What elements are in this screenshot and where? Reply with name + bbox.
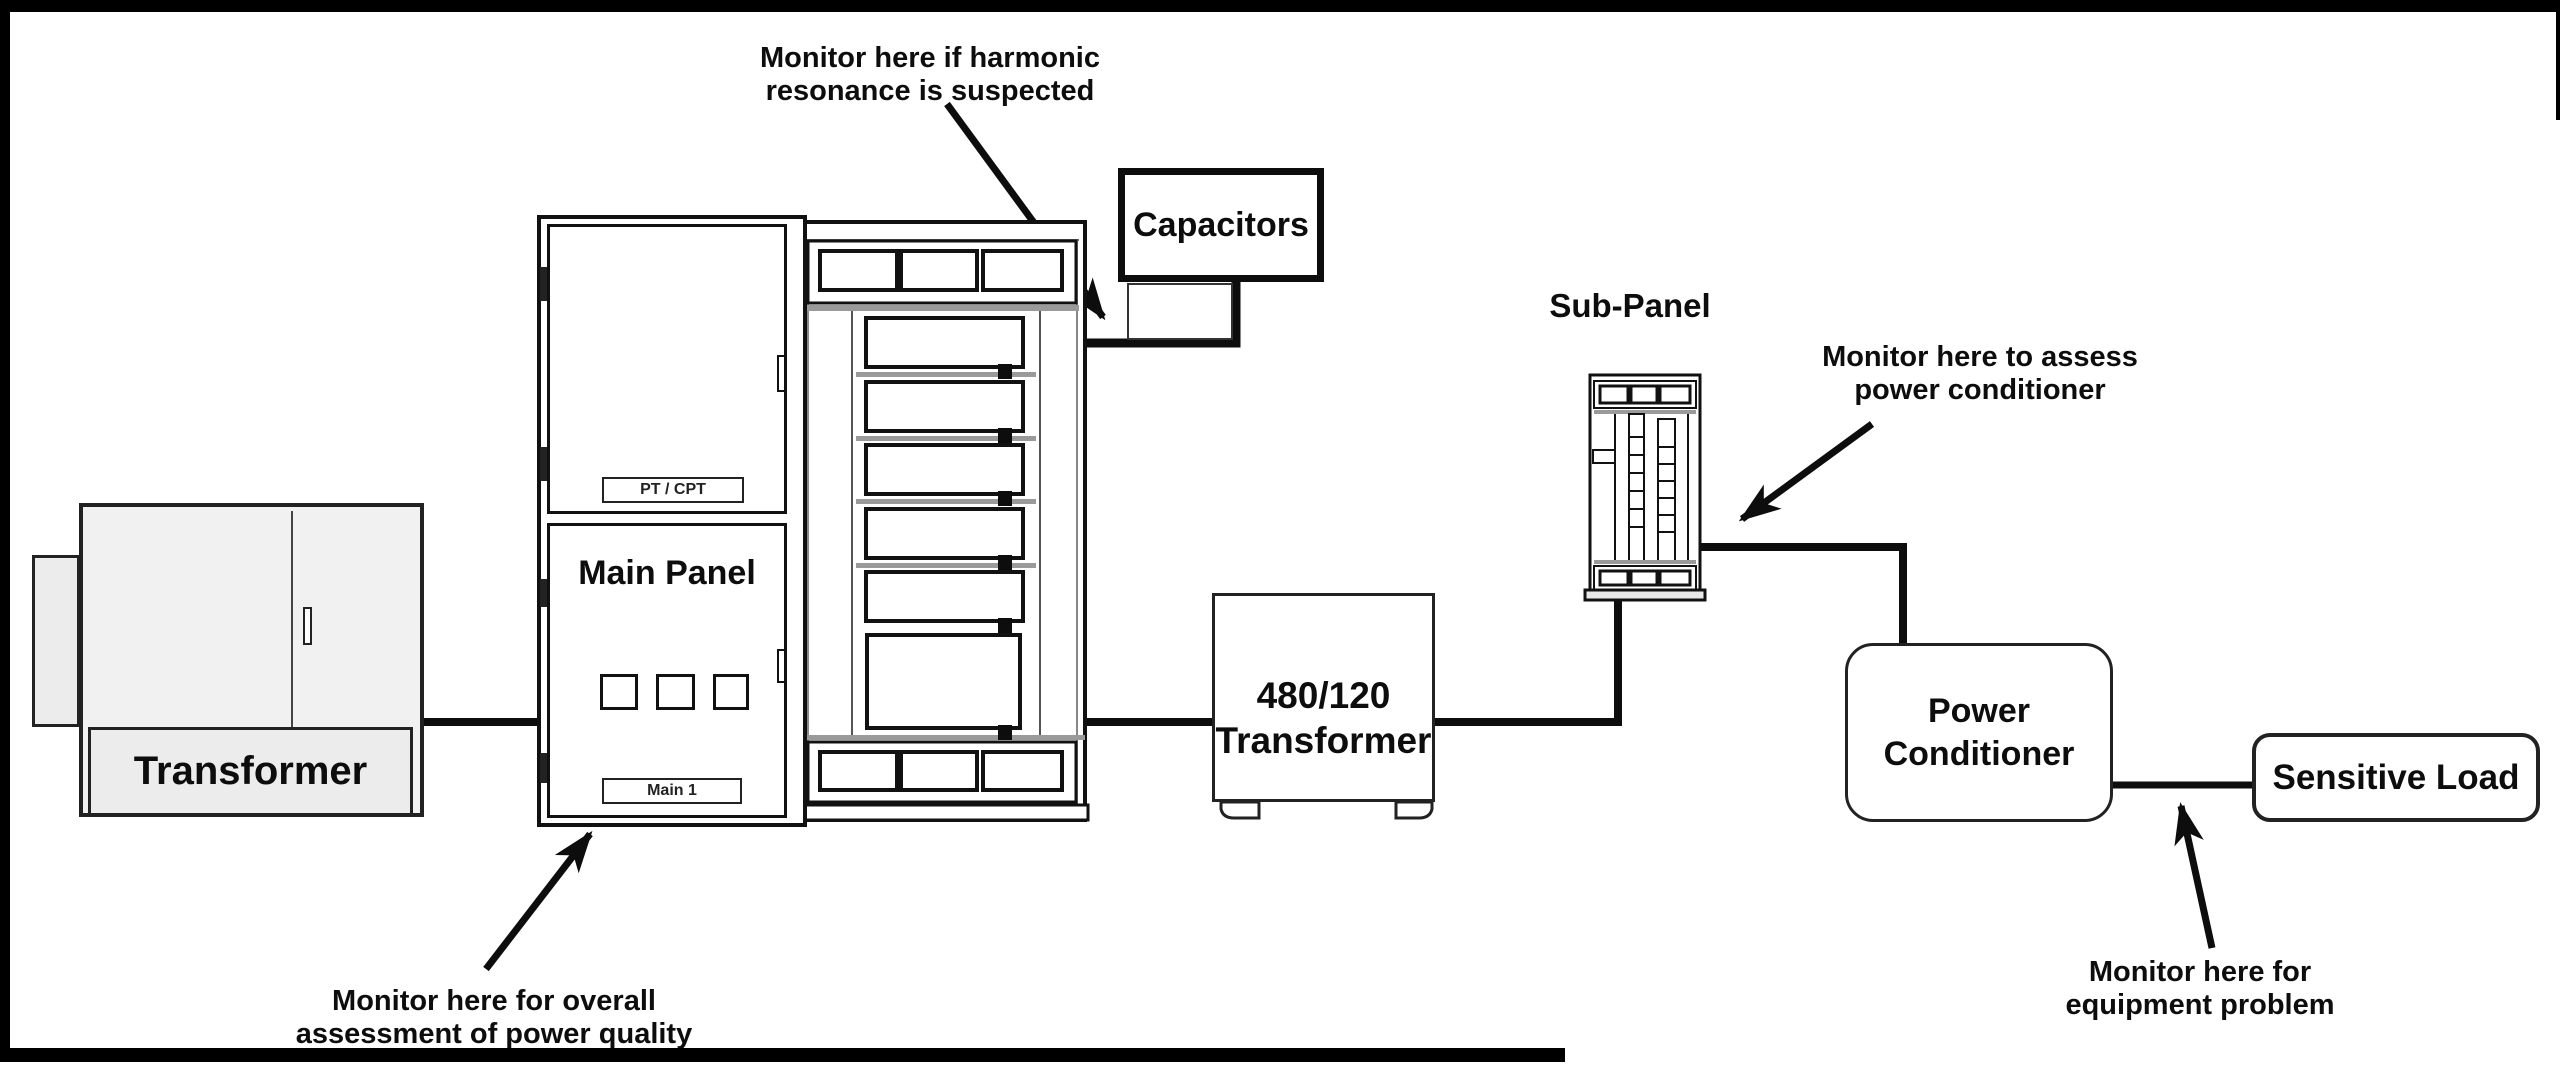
power-conditioner-label: Power Conditioner — [1884, 690, 2075, 776]
annotation-harmonic-line2: resonance is suspected — [765, 75, 1095, 107]
main-1-label: Main 1 — [647, 782, 697, 799]
main-panel-bottom-handle — [777, 649, 786, 683]
transformer-back-box — [32, 555, 80, 727]
main-panel-bottom-door: Main Panel Main 1 — [547, 523, 787, 818]
hinge-4 — [540, 753, 547, 783]
sub-panel-bottom-strip — [1593, 565, 1697, 591]
transformer-label: Transformer — [133, 749, 368, 794]
sub-panel-label: Sub-Panel — [1549, 287, 1711, 324]
switchgear-bottom-strip — [806, 740, 1078, 804]
main-panel-title: Main Panel — [578, 554, 756, 592]
hinge-1 — [540, 267, 547, 301]
switchgear-breakers — [864, 316, 1025, 730]
pt-cpt-label: PT / CPT — [640, 481, 706, 498]
main-panel-cabinet: PT / CPT Main Panel Main 1 — [537, 215, 807, 827]
main-breaker-3 — [713, 674, 749, 710]
annotation-assess-conditioner: Monitor here to assess power conditioner — [1730, 341, 2230, 407]
sensitive-load-label: Sensitive Load — [2272, 757, 2520, 797]
wire-subpanel-to-powerconditioner — [1698, 543, 1907, 646]
annotation-equipment: Monitor here for equipment problem — [1950, 956, 2450, 1022]
step-transformer-box: 480/120 Transformer — [1212, 593, 1435, 802]
sub-panel-body — [1583, 373, 1707, 602]
arrow-assess-conditioner — [1738, 421, 1875, 522]
power-conditioner-word1: Power — [1927, 691, 2031, 730]
hinge-3 — [540, 579, 547, 607]
step-transformer-word: Transformer — [1215, 719, 1432, 761]
annotation-pq-line2: assessment of power quality — [295, 1018, 693, 1050]
breaker-separators — [800, 372, 1085, 740]
transformer-base: Transformer — [88, 727, 413, 816]
main-panel-top-handle — [777, 355, 786, 392]
annotation-harmonic-line1: Monitor here if harmonic — [760, 42, 1100, 74]
breaker-latches — [998, 364, 1012, 740]
step-transformer-ratio: 480/120 — [1256, 674, 1391, 716]
annotation-equipment-line1: Monitor here for — [2088, 956, 2312, 988]
sensitive-load-box: Sensitive Load — [2252, 733, 2540, 822]
frame-top-bar — [0, 0, 2560, 12]
annotation-pq-line1: Monitor here for overall — [332, 985, 656, 1017]
annotation-equipment-line2: equipment problem — [2065, 989, 2335, 1021]
power-wires — [424, 282, 2254, 789]
power-conditioner-box: Power Conditioner — [1845, 643, 2113, 822]
power-conditioner-word2: Conditioner — [1883, 734, 2075, 773]
main-1-plate: Main 1 — [602, 778, 742, 804]
wire-steptransformer-to-subpanel — [1433, 596, 1622, 726]
step-transformer-label: 480/120 Transformer — [1216, 673, 1432, 763]
switchgear-top-strip — [806, 239, 1078, 305]
frame-right-bar — [2556, 0, 2560, 120]
arrow-power-quality — [483, 830, 593, 972]
capacitors-box: Capacitors — [1118, 168, 1324, 282]
pt-cpt-plate: PT / CPT — [602, 477, 744, 503]
hinge-2 — [540, 447, 547, 481]
frame-left-bar — [0, 0, 10, 1062]
annotation-assess-line1: Monitor here to assess — [1822, 341, 2138, 373]
capacitors-label: Capacitors — [1133, 205, 1309, 244]
arrow-equipment — [2174, 802, 2216, 949]
capacitor-pedestal — [1127, 283, 1233, 340]
main-panel-top-door: PT / CPT — [547, 224, 787, 514]
transformer-door-divider — [291, 511, 293, 729]
sub-panel-top-strip — [1593, 380, 1697, 409]
annotation-assess-line2: power conditioner — [1854, 374, 2106, 406]
switchgear-cabinet — [795, 220, 1090, 822]
sub-panel-breaker-columns — [1592, 413, 1689, 563]
frame-bottom-bar — [0, 1048, 1565, 1062]
annotation-harmonic: Monitor here if harmonic resonance is su… — [680, 42, 1180, 108]
main-breaker-1 — [600, 674, 638, 710]
annotation-power-quality: Monitor here for overall assessment of p… — [244, 985, 744, 1051]
wire-capacitors-to-switchgear — [1083, 282, 1241, 348]
main-breaker-2 — [656, 674, 695, 710]
transformer-door-handle — [303, 607, 312, 645]
